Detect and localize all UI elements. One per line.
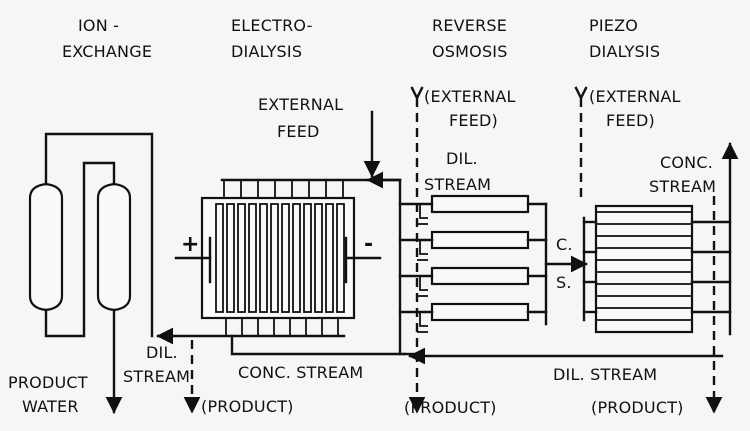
stage-title-reverse-osmosis: REVERSE OSMOSIS: [432, 16, 508, 61]
stage-title-line: REVERSE: [432, 16, 507, 35]
ion-exchange-transfer-pipe: [44, 161, 116, 338]
product-water-line: WATER: [22, 397, 79, 416]
product-water-line: PRODUCT: [8, 373, 88, 392]
stage-title-line: EXCHANGE: [62, 42, 152, 61]
ion-exchange-column-1: [28, 182, 64, 312]
product-label-ed: (PRODUCT): [201, 397, 294, 416]
ed-membrane-plate: [237, 203, 246, 313]
ro-membrane-module: [430, 230, 530, 250]
ed-membrane-plate: [314, 203, 323, 313]
stage-title-ion-exchange: ION - EXCHANGE: [62, 16, 152, 61]
stream-label-line: STREAM: [649, 177, 716, 196]
conc-stream-bottom-label: CONC. STREAM: [238, 363, 363, 382]
ed-membrane-plate: [270, 203, 279, 313]
ed-membrane-plate: [303, 203, 312, 313]
stream-label-line: DIL.: [446, 149, 478, 168]
stage-title-line: DIALYSIS: [231, 42, 302, 61]
stage-title-line: ION -: [78, 16, 119, 35]
ed-membrane-plate: [215, 203, 224, 313]
stage-title-line: ELECTRO-: [231, 16, 313, 35]
ed-membrane-plates: [215, 203, 345, 313]
dil-stream-ro-label: DIL. STREAM: [424, 149, 491, 194]
ed-conc-collector-pipe: [230, 334, 406, 356]
feed-inlet-symbol-ro: [410, 86, 424, 101]
stream-label-line: STREAM: [424, 175, 491, 194]
stream-label-line: STREAM: [123, 367, 190, 386]
ed-bottom-outlet-stubs: [225, 318, 339, 336]
ed-membrane-plate: [281, 203, 290, 313]
ion-exchange-column-2: [96, 182, 132, 312]
ed-membrane-plate: [325, 203, 334, 313]
product-label-pd: (PRODUCT): [591, 398, 684, 417]
external-feed-ro-label: (EXTERNAL FEED): [424, 87, 516, 130]
cathode-minus-sign: -: [364, 232, 373, 257]
cs-label-s: S.: [556, 273, 572, 292]
ro-membrane-module: [430, 302, 530, 322]
ed-membrane-plate: [259, 203, 268, 313]
stage-title-electrodialysis: ELECTRO- DIALYSIS: [231, 16, 313, 61]
stream-label-line: CONC.: [660, 153, 713, 172]
ed-membrane-plate: [336, 203, 345, 313]
conc-stream-pd-label: CONC. STREAM: [649, 153, 716, 196]
feed-inlet-symbol-pd: [574, 86, 588, 101]
external-feed-line: FEED: [277, 122, 320, 141]
pd-membrane-stack: [594, 204, 694, 334]
external-feed-line: (EXTERNAL: [424, 87, 516, 106]
ro-module-reject-stub: [419, 276, 428, 291]
ed-membrane-plate: [226, 203, 235, 313]
ro-module-reject-stub: [419, 204, 428, 219]
ro-module-reject-stub: [419, 240, 428, 255]
ion-exchange-feed-pipe: [44, 132, 154, 338]
stream-label-line: DIL.: [146, 343, 178, 362]
anode-plus-sign: +: [181, 232, 200, 257]
stage-title-line: OSMOSIS: [432, 42, 508, 61]
stage-title-line: PIEZO: [589, 16, 638, 35]
cs-label-c: C.: [556, 235, 573, 254]
ro-membrane-module: [430, 194, 530, 214]
external-feed-pd-label: (EXTERNAL FEED): [589, 87, 681, 130]
ro-modules: [398, 194, 548, 333]
ion-exchange-unit: [28, 132, 154, 414]
piezo-dialysis-unit: [408, 98, 739, 414]
ed-membrane-plate: [248, 203, 257, 313]
ed-membrane-plate: [292, 203, 301, 313]
stage-title-piezo-dialysis: PIEZO DIALYSIS: [589, 16, 660, 61]
external-feed-line: FEED): [449, 111, 498, 130]
external-feed-line: EXTERNAL: [258, 95, 343, 114]
external-feed-ed-label: EXTERNAL FEED: [258, 95, 343, 141]
pd-stack: [582, 204, 732, 334]
ed-top-inlet-stubs: [223, 180, 344, 198]
ro-membrane-module: [430, 266, 530, 286]
product-label-ro: (PRODUCT): [404, 398, 497, 417]
electrodialysis-unit: + -: [156, 110, 406, 356]
external-feed-line: FEED): [606, 111, 655, 130]
external-feed-line: (EXTERNAL: [589, 87, 681, 106]
reverse-osmosis-unit: [398, 98, 588, 414]
product-water-label: PRODUCT WATER: [8, 373, 88, 416]
dil-stream-left-label: DIL. STREAM: [123, 343, 190, 386]
ro-module-reject-stub: [419, 312, 428, 327]
dil-stream-bottom-label: DIL. STREAM: [553, 365, 657, 384]
stage-title-line: DIALYSIS: [589, 42, 660, 61]
